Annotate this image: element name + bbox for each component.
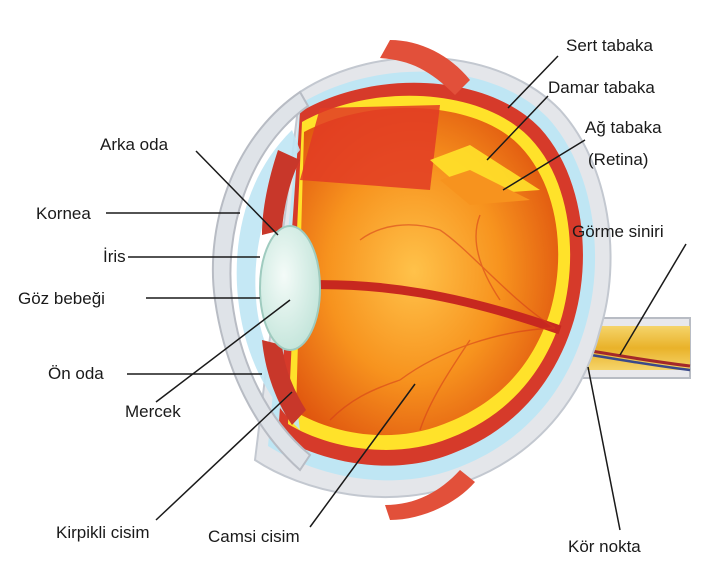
label-ag-tabaka: Ağ tabaka <box>585 118 662 137</box>
leader-sert-tabaka <box>507 55 559 109</box>
label-arka-oda: Arka oda <box>100 135 169 154</box>
label-sert-tabaka: Sert tabaka <box>566 36 653 55</box>
lower-eyelid <box>385 470 475 520</box>
retinal-vessels <box>329 214 556 431</box>
label-kor-nokta: Kör nokta <box>568 537 641 556</box>
cutaway-wedge <box>300 105 440 190</box>
leader-damar-tabaka <box>486 95 549 161</box>
lens <box>259 225 321 351</box>
leader-lines <box>106 55 687 531</box>
leader-kirpikli-cisim <box>155 391 293 521</box>
label-iris: İris <box>103 247 126 266</box>
label-gorme-siniri: Görme siniri <box>572 222 664 241</box>
label-on-oda: Ön oda <box>48 364 104 383</box>
leader-kor-nokta <box>587 366 621 531</box>
cornea <box>211 90 312 472</box>
label-goz-bebegi: Göz bebeği <box>18 289 105 308</box>
leader-arka-oda <box>195 150 279 236</box>
leader-gorme-siniri <box>619 243 687 356</box>
label-camsi-cisim: Camsi cisim <box>208 527 300 546</box>
label-mercek: Mercek <box>125 402 181 421</box>
leader-ag-tabaka <box>502 139 586 191</box>
label-kornea: Kornea <box>36 204 91 223</box>
section-line <box>299 280 562 335</box>
leader-mercek <box>155 299 291 403</box>
upper-eyelid <box>380 40 470 95</box>
iris-ciliary <box>262 150 300 235</box>
label-kirpikli-cisim: Kirpikli cisim <box>56 523 150 542</box>
label-retina: (Retina) <box>588 150 649 169</box>
leader-camsi-cisim <box>309 383 416 528</box>
label-damar-tabaka: Damar tabaka <box>548 78 655 97</box>
